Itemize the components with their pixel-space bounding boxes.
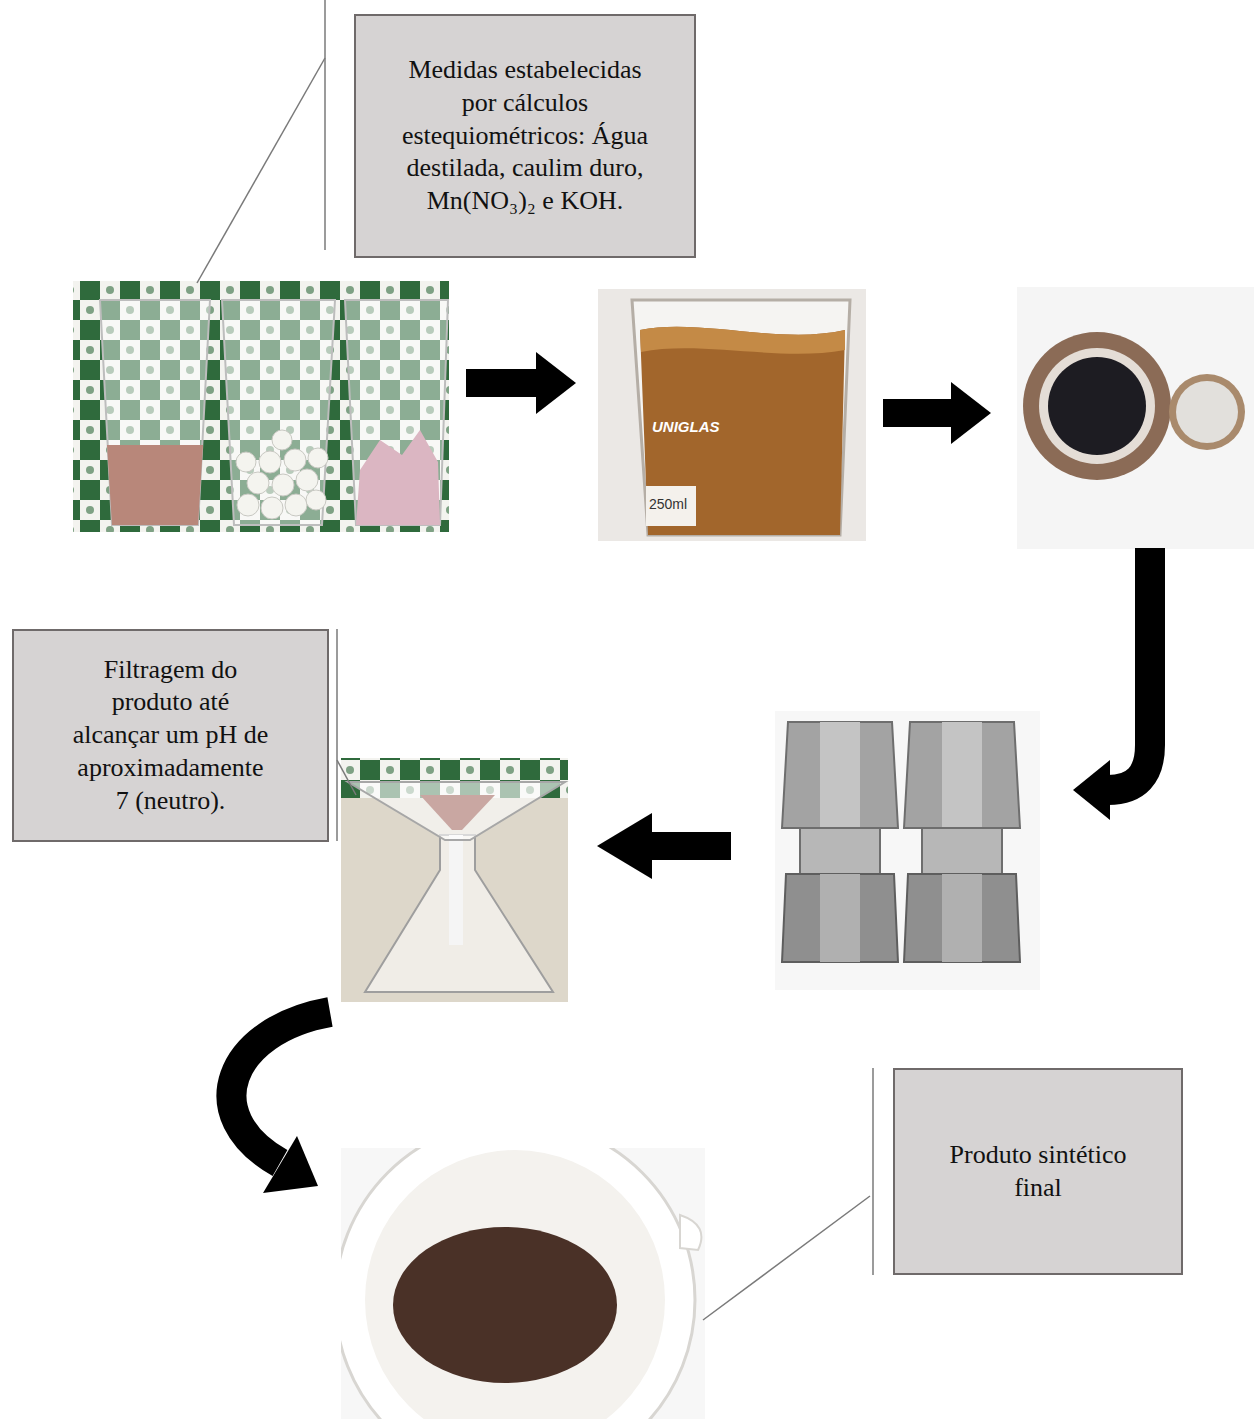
photo-ground xyxy=(775,711,1040,990)
beaker-marking: 250ml xyxy=(649,496,687,512)
callout-text: Medidas estabelecidas por cálculos esteq… xyxy=(389,54,661,218)
pellet xyxy=(272,474,294,496)
hex-body xyxy=(782,874,898,962)
porcelain-bowl xyxy=(341,1148,695,1419)
photo-ground xyxy=(341,758,568,1002)
pellet xyxy=(237,494,259,516)
leader-line xyxy=(337,760,356,795)
callout-bracket xyxy=(872,1068,874,1275)
arrow-head xyxy=(263,1136,318,1193)
hex-face xyxy=(820,722,860,828)
callout-bracket xyxy=(324,0,326,250)
collar xyxy=(922,828,1002,874)
photo-ground xyxy=(598,289,866,541)
hex-cap xyxy=(782,722,898,828)
glass-funnel xyxy=(348,782,565,840)
filter-cake xyxy=(420,795,495,830)
kaolin-powder xyxy=(107,445,203,525)
lid-face xyxy=(1176,381,1238,443)
bowl-spout xyxy=(680,1215,701,1250)
liner-photo xyxy=(1017,287,1254,549)
bent-arrow-shaft xyxy=(1108,548,1150,790)
pellet xyxy=(306,490,326,510)
leader-line xyxy=(703,1196,870,1320)
hex-body xyxy=(904,874,1020,962)
beaker-photo xyxy=(598,289,866,541)
curved-arrow-shaft xyxy=(231,1012,330,1163)
autoclave-photo xyxy=(775,711,1040,990)
pellet xyxy=(272,430,292,450)
pellet xyxy=(236,452,256,472)
arrow-head xyxy=(597,813,652,879)
glass-beaker xyxy=(632,300,850,535)
beaker-marking: UNIGLAS xyxy=(652,418,720,435)
bowl-inside xyxy=(365,1150,665,1419)
arrow-head xyxy=(536,352,576,414)
leader-line xyxy=(197,58,325,283)
manganese-nitrate-crystals xyxy=(356,430,440,525)
pellet xyxy=(261,497,283,519)
erlenmeyer-flask xyxy=(365,835,553,992)
hex-cap xyxy=(904,722,1020,828)
koh-pellets xyxy=(236,430,328,519)
foam xyxy=(640,327,845,354)
collar xyxy=(800,828,880,874)
arrow-shaft xyxy=(883,399,953,427)
callout-box: Produto sintético final xyxy=(893,1068,1183,1275)
plastic-cup xyxy=(100,300,210,525)
photo-ground xyxy=(1017,287,1254,549)
funnel-stem xyxy=(449,835,463,945)
arrow-head xyxy=(951,382,991,444)
callout-text: Filtragem do produto até alcançar um pH … xyxy=(68,654,273,818)
product-photo xyxy=(341,1148,705,1419)
plastic-cup xyxy=(345,300,448,525)
liner-wall xyxy=(1039,348,1155,464)
flow-arrows xyxy=(231,352,1150,1193)
pellet xyxy=(284,449,306,471)
pellet xyxy=(285,494,307,516)
pellet xyxy=(296,469,318,491)
callout-text: Produto sintético final xyxy=(931,1139,1146,1205)
liner-rim xyxy=(1023,332,1171,480)
filtration-photo xyxy=(341,758,568,1002)
callout-bracket xyxy=(336,629,338,841)
beaker-label-patch xyxy=(646,486,696,526)
hex-face xyxy=(942,874,982,962)
tablecloth xyxy=(73,281,449,532)
callout-box: Medidas estabelecidas por cálculos esteq… xyxy=(354,14,696,258)
arrow-shaft xyxy=(650,832,731,860)
pellet xyxy=(247,472,269,494)
brown-suspension xyxy=(640,327,845,535)
brown-powder xyxy=(393,1227,617,1383)
arrow-shaft xyxy=(466,369,538,397)
callout-box: Filtragem do produto até alcançar um pH … xyxy=(12,629,329,842)
plastic-cup xyxy=(222,300,335,525)
hex-face xyxy=(820,874,860,962)
arrow-head xyxy=(1073,760,1110,820)
pellet xyxy=(259,451,281,473)
reagents-photo xyxy=(73,281,449,532)
hex-face xyxy=(942,722,982,828)
liner-lid xyxy=(1169,374,1245,450)
pellet xyxy=(308,448,328,468)
black-gel xyxy=(1048,357,1146,455)
